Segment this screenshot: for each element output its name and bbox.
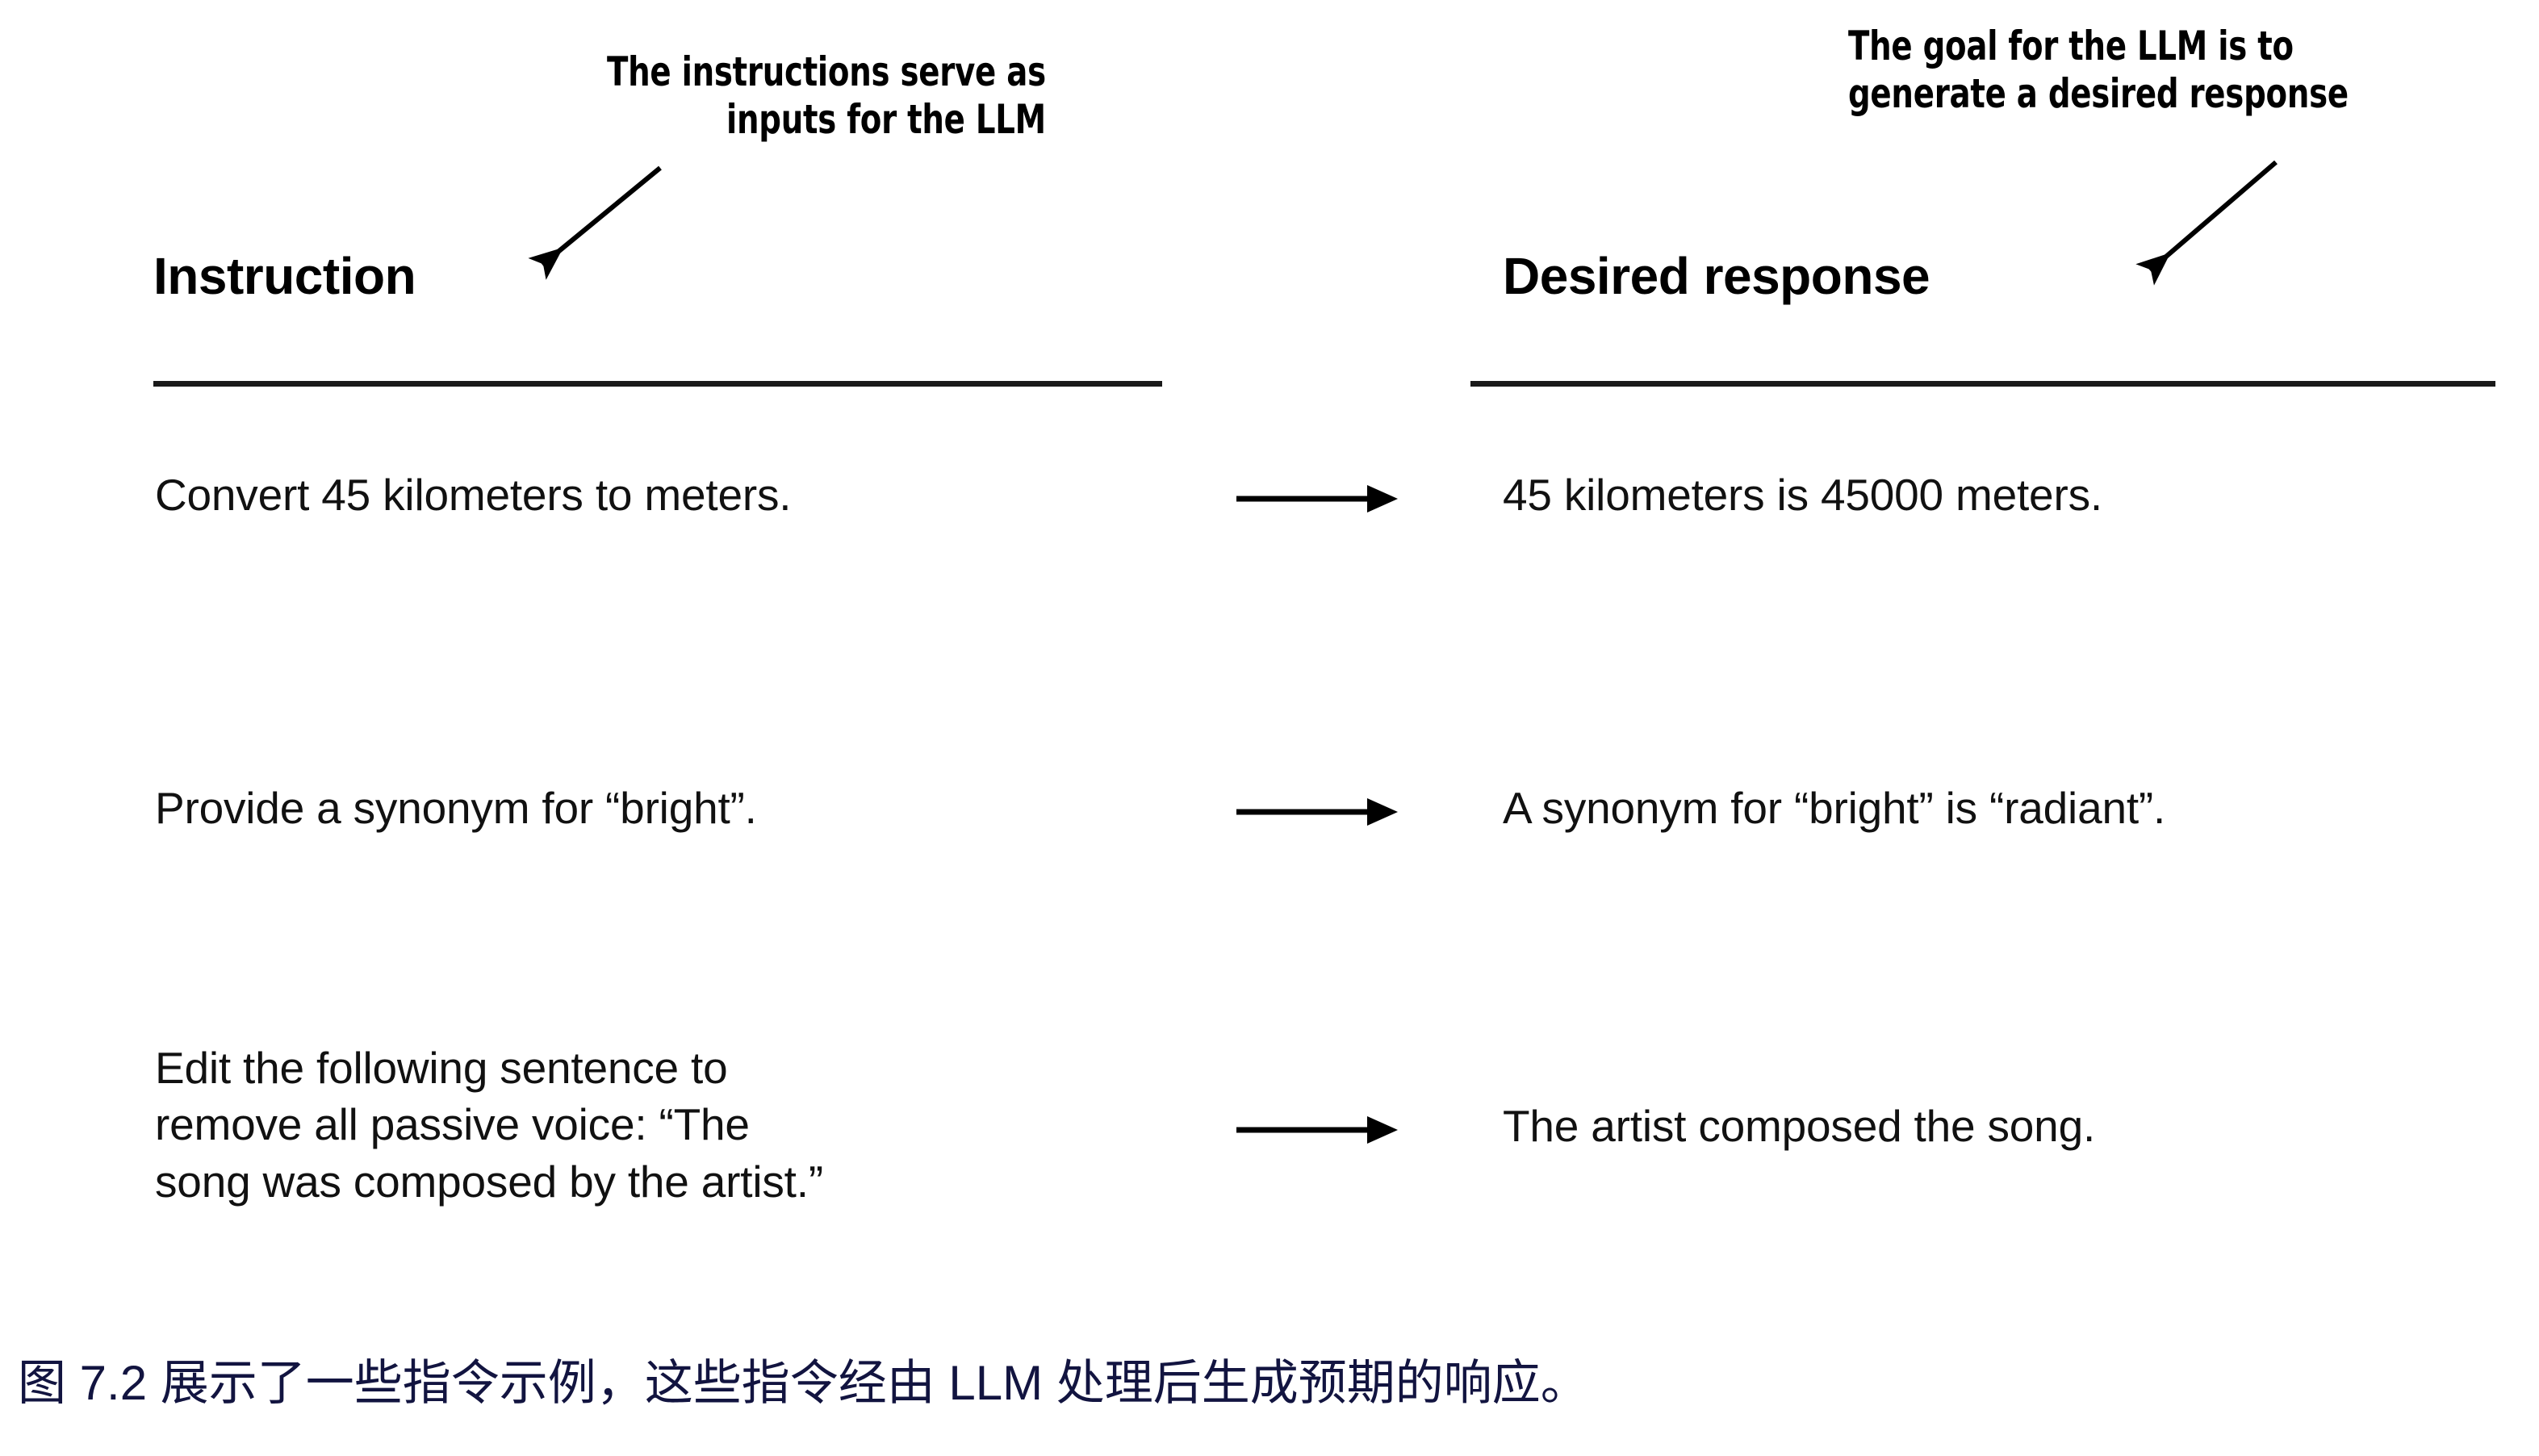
instruction-cell-2: Provide a synonym for “bright”. (155, 783, 757, 833)
response-cell-2: A synonym for “bright” is “radiant”. (1503, 783, 2166, 833)
response-cell-3: The artist composed the song. (1503, 1101, 2096, 1151)
mapping-arrow-2 (1233, 788, 1403, 836)
mapping-arrow-3 (1233, 1106, 1403, 1154)
callout-goal-line-1: The goal for the LLM is to (1848, 23, 2294, 69)
callout-instructions-line-1: The instructions serve as (607, 48, 1046, 95)
callout-goal-note: The goal for the LLM is to generate a de… (1848, 23, 2349, 118)
callout-instructions-line-2: inputs for the LLM (726, 96, 1046, 143)
callout-goal-line-2: generate a desired response (1848, 70, 2349, 117)
mapping-arrow-1 (1233, 475, 1403, 523)
instruction-cell-3: Edit the following sentence to remove al… (155, 1043, 823, 1207)
figure-caption: 图 7.2 展示了一些指令示例，这些指令经由 LLM 处理后生成预期的响应。 (18, 1356, 1589, 1410)
header-rule-instruction (153, 381, 1162, 387)
instruction-cell-1: Convert 45 kilometers to meters. (155, 470, 792, 520)
callout-instructions-note: The instructions serve as inputs for the… (607, 48, 1046, 144)
column-header-desired-response: Desired response (1503, 247, 1930, 305)
header-rule-desired-response (1470, 381, 2495, 387)
pointer-arrow-to-desired-response (2123, 149, 2292, 291)
column-header-instruction: Instruction (153, 247, 416, 305)
response-cell-1: 45 kilometers is 45000 meters. (1503, 470, 2102, 520)
pointer-arrow-to-instruction (517, 153, 678, 282)
